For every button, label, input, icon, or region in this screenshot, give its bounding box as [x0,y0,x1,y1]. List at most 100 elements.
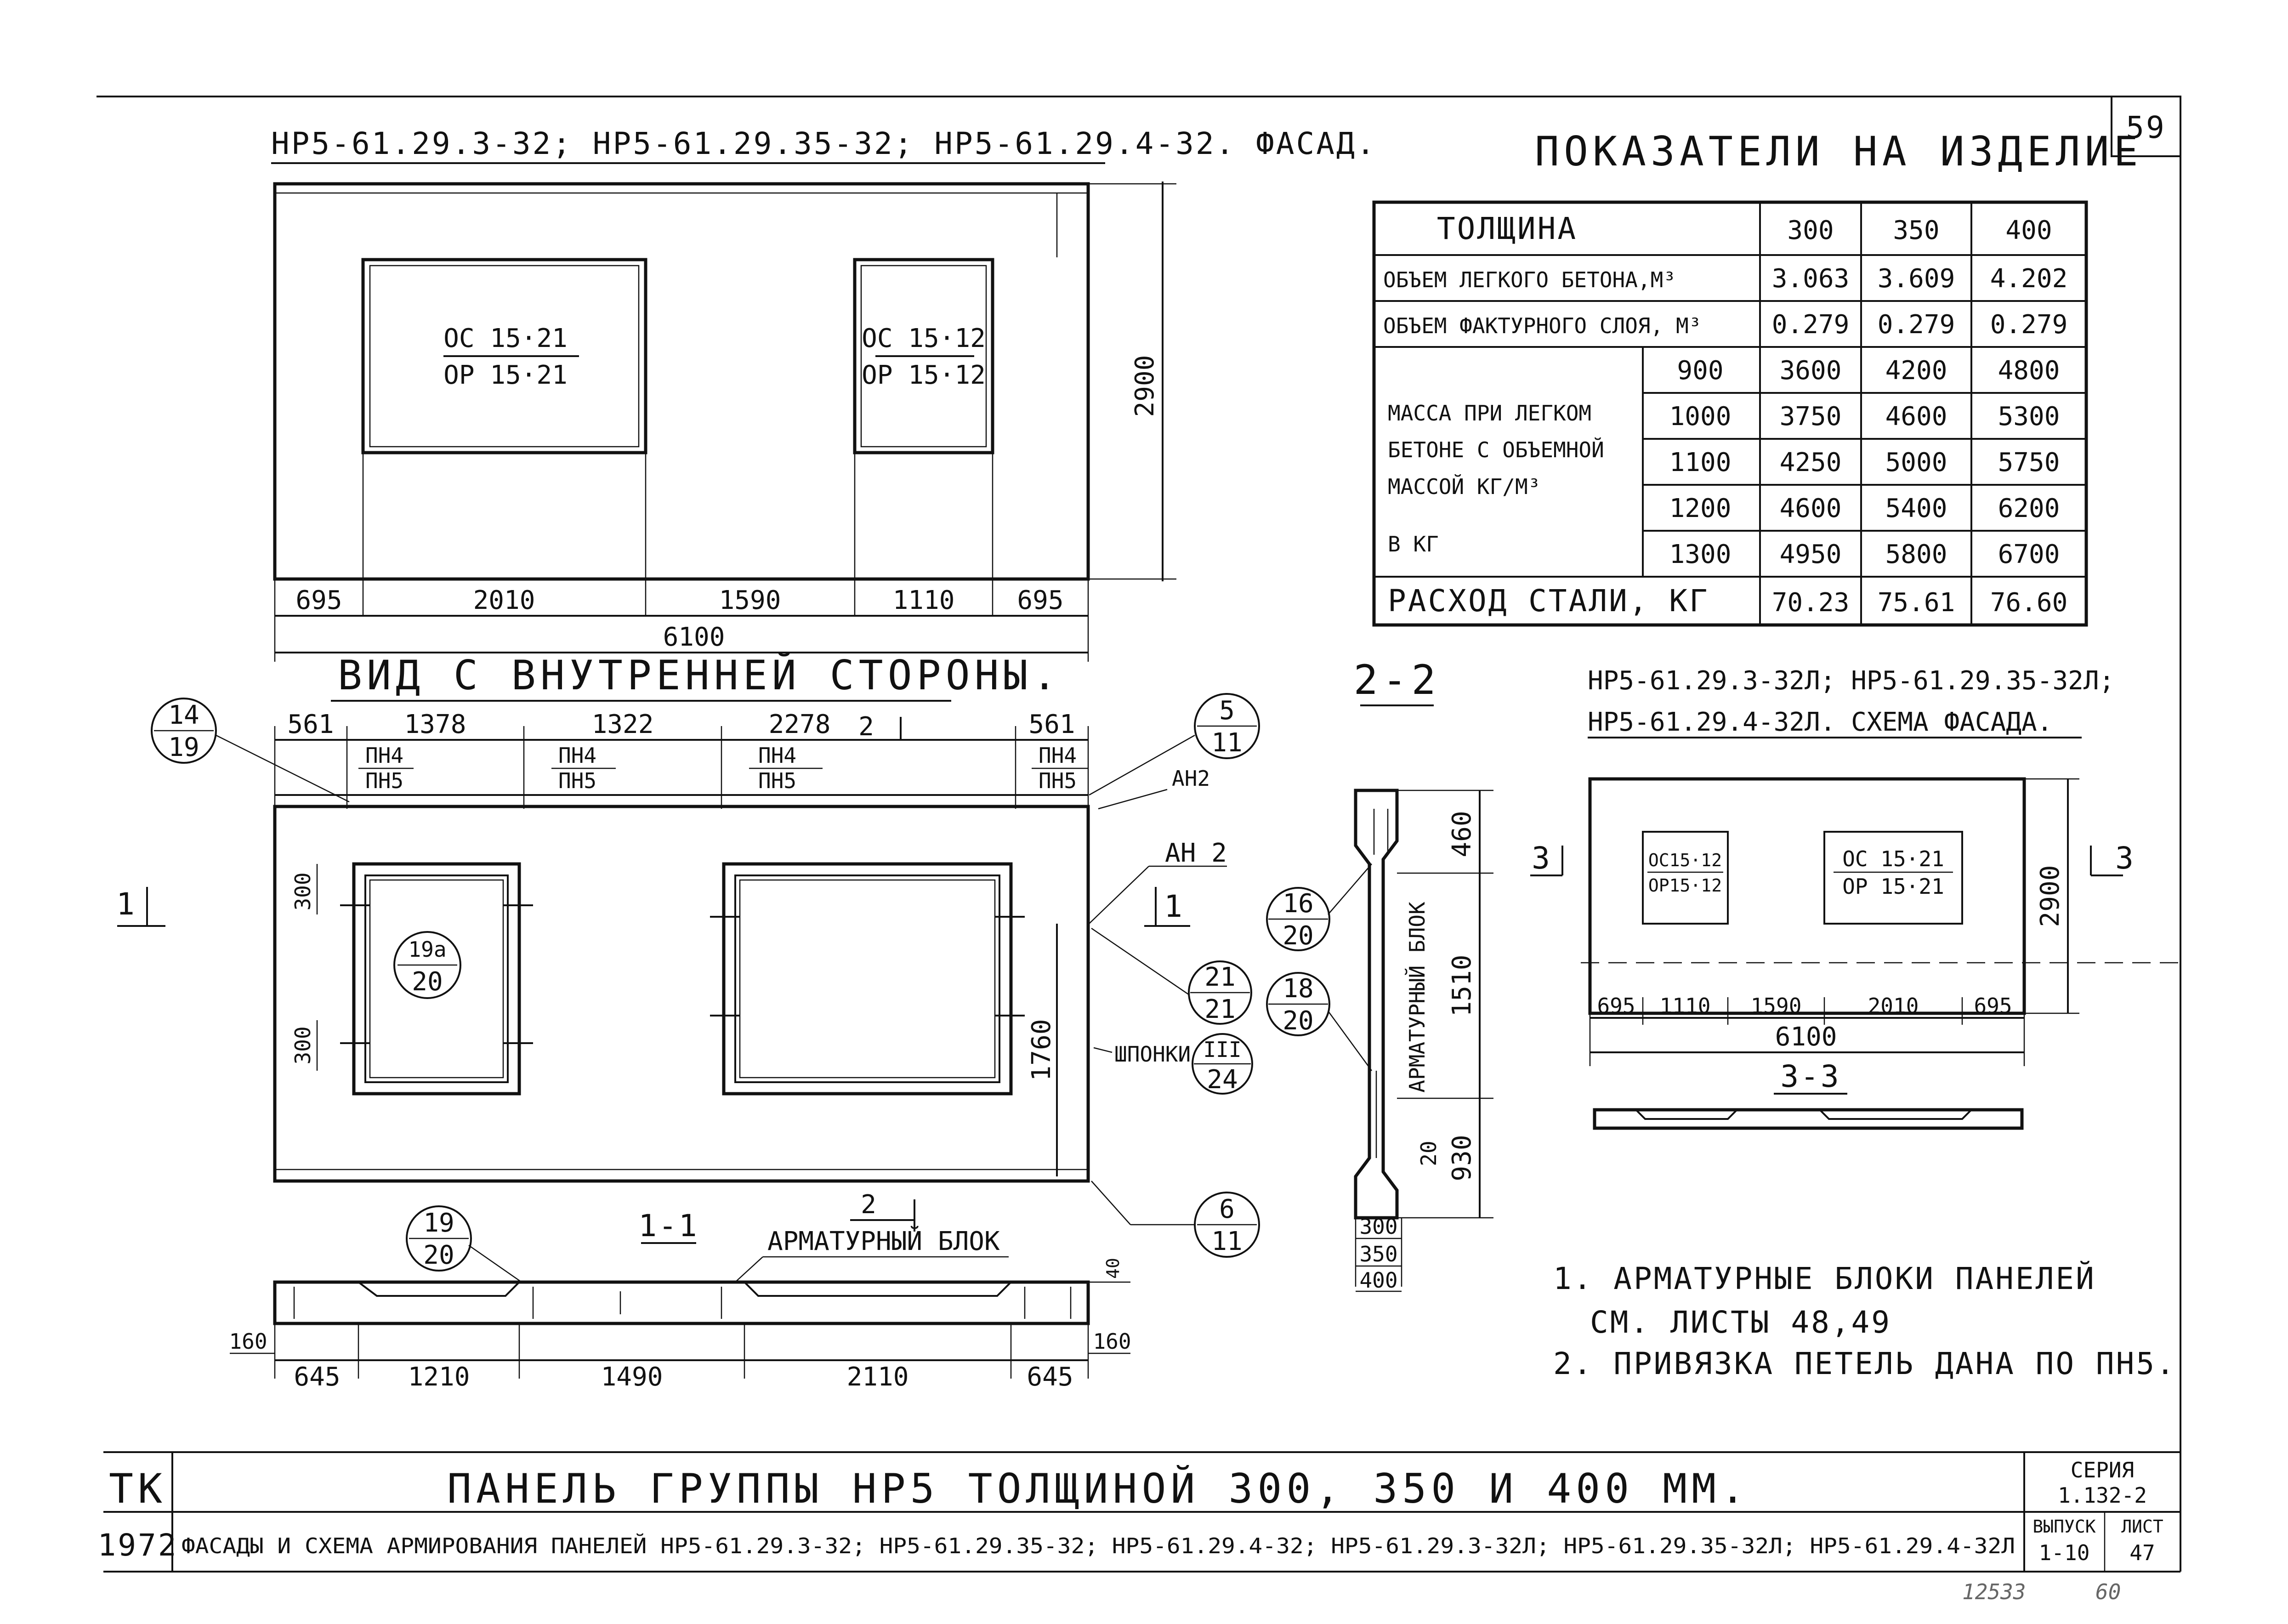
callout-roman-3: III [1203,1037,1241,1062]
callout-21-21 [1188,960,1252,1025]
scheme-window-right [1823,831,1963,925]
scheme-panel-outline [1588,777,2026,1015]
mass-1300-300: 4950 [1780,539,1842,569]
density-1100: 1100 [1669,448,1732,477]
facade-title: НР5-61.29.3-32; НР5-61.29.35-32; НР5-61.… [271,126,1376,161]
section-mark-1-left: 1 [116,886,136,922]
title-block: ТК 1972 ПАНЕЛЬ ГРУППЫ НР5 ТОЛЩИНОЙ 300, … [98,1451,2180,1572]
facade-window-right-top: ОС 15·12 [862,324,986,353]
section-2-2: 2-2 АРМАТУРНЫЙ БЛОК 460 1510 930 20 16 2… [1266,656,1493,1293]
mass-1000-400: 5300 [1998,402,2060,432]
inner-dim-300-top: 300 [290,872,315,910]
mass-1000-350: 4600 [1885,402,1947,432]
scheme-dim-5: 695 [1974,994,2012,1018]
section-11-dim-right-160: 160 [1093,1329,1131,1354]
loop-3-pn4: ПН4 [758,743,796,768]
title-block-year: 1972 [98,1527,178,1563]
section-22-callout-18-20 [1266,972,1330,1036]
inner-dim-1: 561 [287,710,334,739]
facade-view: НР5-61.29.3-32; НР5-61.29.35-32; НР5-61.… [271,126,1376,662]
facade-window-left-bottom: ОР 15·21 [443,360,568,390]
footer-mark-2: 60 [2095,1579,2121,1604]
scheme-dim-2: 1110 [1660,994,1711,1018]
sheet-frame: 59 [97,96,2181,1573]
note-1b: СМ. ЛИСТЫ 48,49 [1590,1305,1891,1340]
section-11-dim-left-160: 160 [229,1329,267,1354]
section-22-dim-1510: 1510 [1447,955,1477,1017]
section-22-dim-930: 930 [1447,1135,1477,1181]
label-an2-a: АН2 [1172,766,1210,791]
thickness-350: 350 [1893,216,1939,245]
mass-900-300: 3600 [1780,356,1842,386]
section-22-title: 2-2 [1354,656,1441,704]
section-11-arm-label: АРМАТУРНЫЙ БЛОК [767,1226,1000,1256]
mass-1300-400: 6700 [1998,539,2060,569]
issue-label: ВЫПУСК [2033,1516,2095,1537]
volume-light-300: 3.063 [1772,264,1850,294]
facade-dim-4: 1110 [893,585,955,615]
title-block-org: ТК [109,1465,167,1512]
issue-value: 1-10 [2039,1540,2090,1565]
thickness-label: ТОЛЩИНА [1437,211,1578,246]
callout-14-19 [151,698,217,764]
volume-face-label: ОБЪЕМ ФАКТУРНОГО СЛОЯ, М³ [1383,313,1701,338]
inner-section-mark-2: 2 [858,712,874,742]
facade-dim-1: 695 [295,585,342,615]
scheme-dim-4: 2010 [1868,994,1919,1018]
inner-dim-4: 2278 [769,710,831,739]
section-11-dim-1: 645 [294,1362,340,1392]
scheme-facade: НР5-61.29.3-32Л; НР5-61.29.35-32Л; НР5-6… [1530,666,2187,1130]
steel-350: 75.61 [1878,588,1955,618]
section-11-title: 1-1 [638,1208,698,1244]
mass-900-350: 4200 [1885,356,1947,386]
loop-2-pn5: ПН5 [558,768,596,793]
scheme-section-33-title: 3-3 [1780,1059,1840,1094]
scheme-window-right-top: ОС 15·21 [1842,846,1944,871]
section-11-callout-19-20 [406,1205,472,1272]
density-1000: 1000 [1669,402,1732,432]
mass-1100-350: 5000 [1885,448,1947,477]
inner-window-left [352,862,521,1096]
scheme-title-2: НР5-61.29.4-32Л. СХЕМА ФАСАДА. [1588,707,2052,737]
mass-900-400: 4800 [1998,356,2060,386]
section-11-dim-4: 2110 [847,1362,909,1392]
mass-1100-300: 4250 [1780,448,1842,477]
section-22-callout-16: 16 [1283,889,1313,919]
volume-light-label: ОБЪЕМ ЛЕГКОГО БЕТОНА,М³ [1383,267,1676,292]
callout-11b: 11 [1211,1227,1242,1256]
mass-1300-350: 5800 [1885,539,1947,569]
section-22-callout-18: 18 [1283,974,1313,1004]
mass-label-2: БЕТОНЕ С ОБЪЕМНОЙ [1388,437,1604,462]
indicators-title: ПОКАЗАТЕЛИ НА ИЗДЕЛИЕ [1535,128,2143,175]
scheme-window-right-bottom: ОР 15·21 [1842,874,1944,899]
loop-1-pn4: ПН4 [365,743,403,768]
inner-panel-outline [273,805,1090,1183]
inner-view-title: ВИД С ВНУТРЕННЕЙ СТОРОНЫ. [338,652,1062,699]
scheme-total-dim: 6100 [1775,1022,1837,1052]
inner-dim-300-bottom: 300 [290,1026,315,1064]
volume-face-300: 0.279 [1772,310,1850,340]
section-22-callout-20b: 20 [1283,1006,1313,1036]
section-22-thk-350: 350 [1359,1242,1397,1266]
section-22-callout-16-20 [1266,887,1330,951]
mass-label-1: МАССА ПРИ ЛЕГКОМ [1388,401,1591,426]
scheme-dim-3: 1590 [1751,994,1802,1018]
loop-4-pn4: ПН4 [1039,743,1077,768]
scheme-window-left-bottom: ОР15·12 [1648,875,1722,896]
section-11-callout-19: 19 [423,1208,454,1238]
steel-label: РАСХОД СТАЛИ, КГ [1388,583,1709,619]
note-1: 1. АРМАТУРНЫЕ БЛОКИ ПАНЕЛЕЙ [1553,1261,2096,1296]
facade-height-dim: 2900 [1130,355,1160,417]
title-block-subtitle: ФАСАДЫ И СХЕМА АРМИРОВАНИЯ ПАНЕЛЕЙ НР5-6… [182,1533,2015,1558]
facade-dim-3: 1590 [719,585,781,615]
inner-dim-2: 1378 [404,710,466,739]
callout-19a: 19а [408,937,446,962]
section-22-dim-460: 460 [1447,811,1477,857]
notes: 1. АРМАТУРНЫЕ БЛОКИ ПАНЕЛЕЙ СМ. ЛИСТЫ 48… [1553,1261,2174,1381]
scheme-section-33-profile [1593,1108,2024,1130]
mass-1200-400: 6200 [1998,494,2060,523]
facade-window-left-top: ОС 15·21 [443,324,568,353]
section-11-mark-2: 2 [861,1190,876,1220]
scheme-title-1: НР5-61.29.3-32Л; НР5-61.29.35-32Л; [1588,666,2114,696]
